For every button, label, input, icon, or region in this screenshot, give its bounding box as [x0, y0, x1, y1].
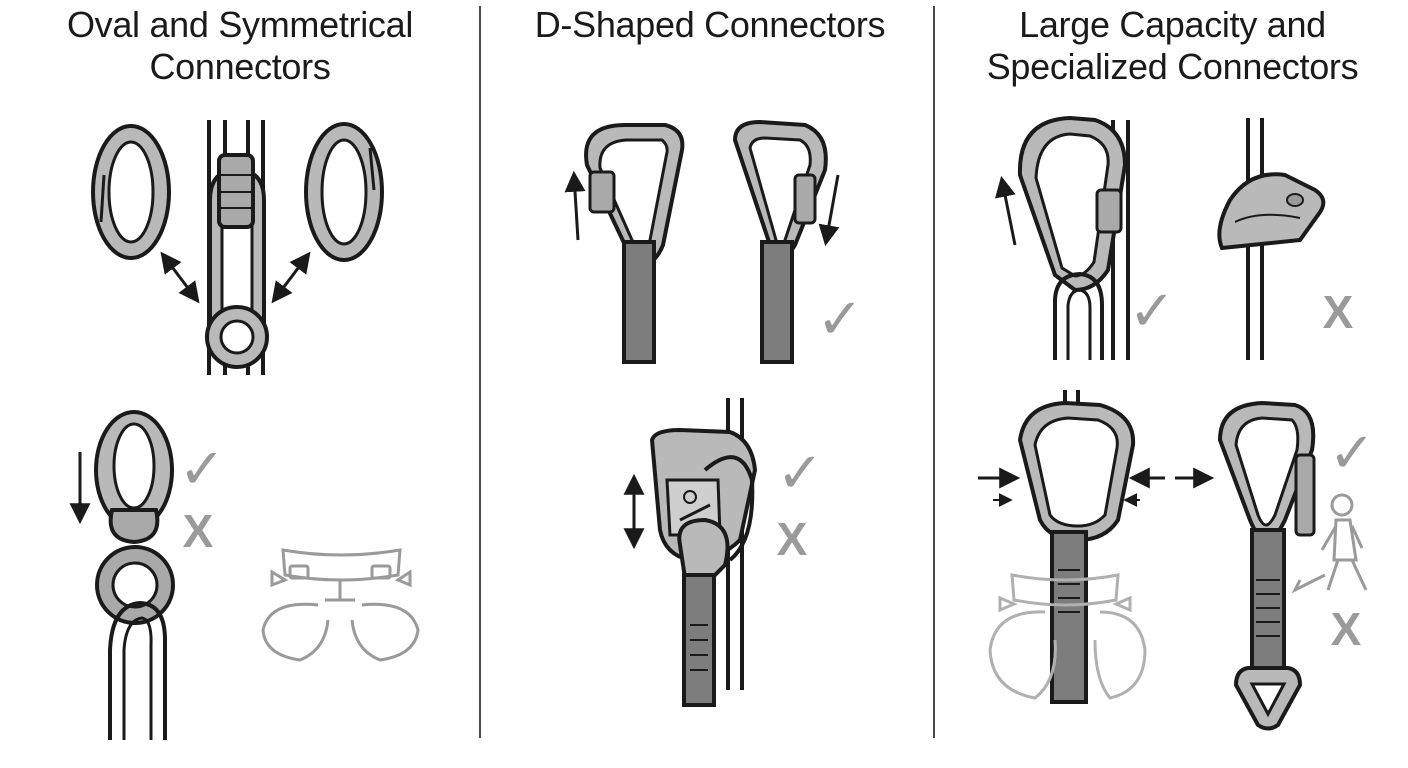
- oval-carabiner-icon: [304, 122, 384, 262]
- cross-icon: X: [1331, 603, 1362, 655]
- captive-eye-carabiner-icon: [1217, 400, 1316, 731]
- oval-carabiner-icon: [91, 124, 171, 260]
- title-line: Oval and Symmetrical: [66, 4, 414, 45]
- check-icon: ✓: [817, 287, 864, 352]
- arrow-icon: [160, 251, 311, 304]
- harness-icon: [261, 548, 420, 662]
- figure-eight-icon: [94, 410, 175, 740]
- d-carabiner-icon: [1017, 115, 1130, 360]
- panel-divider: [479, 6, 481, 738]
- title-line: Connectors: [149, 46, 331, 87]
- check-icon: ✓: [1129, 279, 1176, 344]
- d-carabiner-icon: [1017, 390, 1136, 704]
- arrow-icon: [818, 174, 840, 247]
- title-line: D-Shaped Connectors: [534, 4, 886, 45]
- belay-device-icon: [649, 398, 758, 707]
- arrow-icon: [978, 467, 1215, 507]
- walking-person-icon: [1291, 493, 1368, 594]
- harness-icon: [988, 573, 1147, 700]
- cross-icon: X: [1323, 286, 1354, 338]
- panel-title-large-capacity: Large Capacity and Specialized Connector…: [945, 4, 1400, 88]
- arrow-icon: [564, 170, 586, 241]
- check-icon: ✓: [1329, 421, 1376, 486]
- pulley-icon: [205, 120, 269, 375]
- title-line: Large Capacity and: [1019, 4, 1326, 45]
- check-icon: ✓: [777, 441, 824, 506]
- check-icon: ✓: [179, 437, 226, 502]
- d-carabiner-icon: [584, 123, 685, 364]
- d-carabiner-icon: [732, 119, 828, 364]
- panel-divider: [933, 6, 935, 738]
- rope-clamp-icon: [1217, 118, 1326, 360]
- cross-icon: X: [777, 513, 808, 565]
- panel-title-oval: Oval and Symmetrical Connectors: [20, 4, 460, 88]
- panel-title-d-shaped: D-Shaped Connectors: [490, 4, 930, 46]
- title-line: Specialized Connectors: [986, 46, 1359, 87]
- arrow-icon: [994, 175, 1017, 246]
- cross-icon: X: [183, 505, 214, 557]
